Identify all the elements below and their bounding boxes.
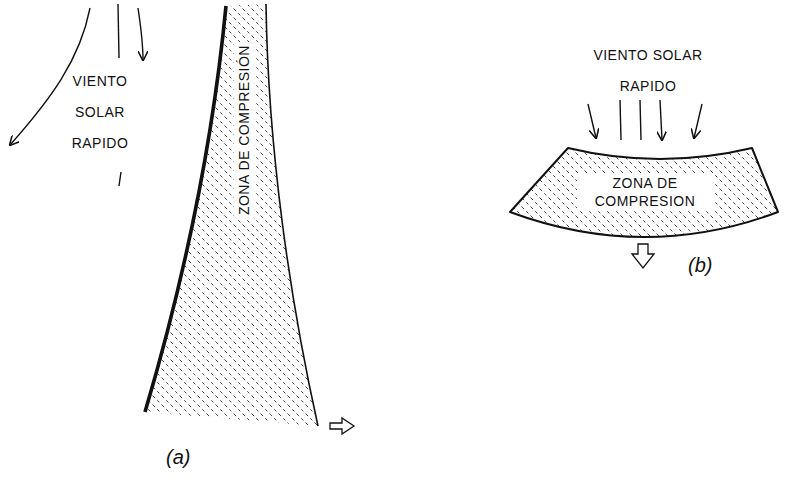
zone-outline — [130, 0, 330, 440]
wind-line — [640, 100, 641, 140]
panel-label: (b) — [688, 254, 712, 277]
zone-border — [145, 6, 226, 412]
compression-zone: ZONA DE COMPRESIÓN — [130, 0, 330, 440]
motion-arrow — [632, 244, 654, 268]
zone-label: ZONA DE COMPRESION — [577, 173, 713, 211]
zone-label: ZONA DE COMPRESIÓN — [234, 42, 254, 218]
wind-line — [620, 100, 621, 140]
motion-arrow — [330, 418, 354, 434]
hatching — [145, 4, 318, 426]
wind-label: VIENTO SOLAR RAPIDO — [60, 66, 140, 158]
zone-border — [266, 4, 318, 426]
wind-arrow — [588, 104, 596, 138]
wind-label: VIENTO SOLAR RAPIDO — [583, 40, 713, 102]
wind-line — [119, 172, 121, 186]
panel-label: (a) — [166, 446, 190, 469]
wind-arrow — [660, 100, 662, 140]
hatching — [510, 148, 778, 237]
zone-border — [510, 148, 778, 237]
wind-arrow — [694, 104, 702, 138]
compression-zone: ZONA DE COMPRESION — [500, 125, 790, 270]
wind-line — [118, 4, 119, 58]
wind-arrow — [138, 8, 143, 60]
